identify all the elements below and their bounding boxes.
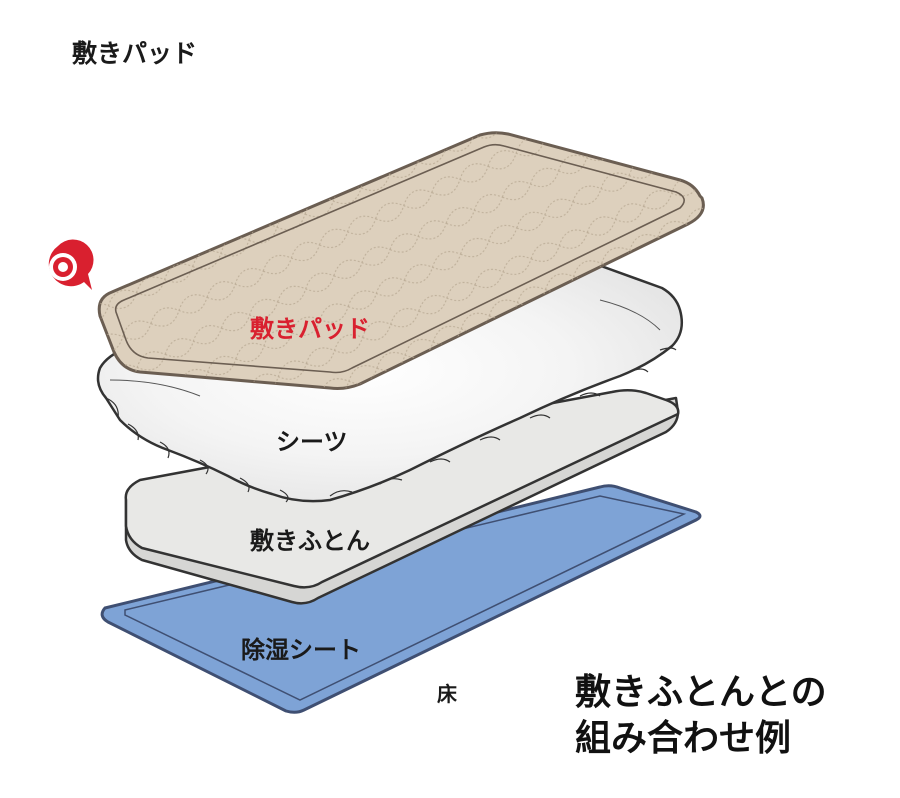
- futon-layer: [124, 389, 680, 605]
- caption-line-1: 敷きふとんとの: [575, 672, 827, 713]
- page-heading: 敷きパッド: [72, 39, 198, 68]
- bed-pad-layer: [97, 131, 705, 390]
- caption: 敷きふとんとの 組み合わせ例: [575, 670, 827, 762]
- futon-label: 敷きふとん: [250, 527, 370, 555]
- dehumidifier-sheet-label: 除湿シート: [241, 636, 361, 664]
- target-marker-icon: [48, 239, 94, 290]
- sheet-label: シーツ: [276, 428, 348, 456]
- dehumidifier-sheet-layer: [100, 484, 702, 714]
- sheet-layer: [96, 260, 683, 503]
- caption-line-2: 組み合わせ例: [575, 718, 792, 759]
- floor-label: 床: [437, 682, 457, 706]
- bed-pad-label: 敷きパッド: [250, 315, 370, 343]
